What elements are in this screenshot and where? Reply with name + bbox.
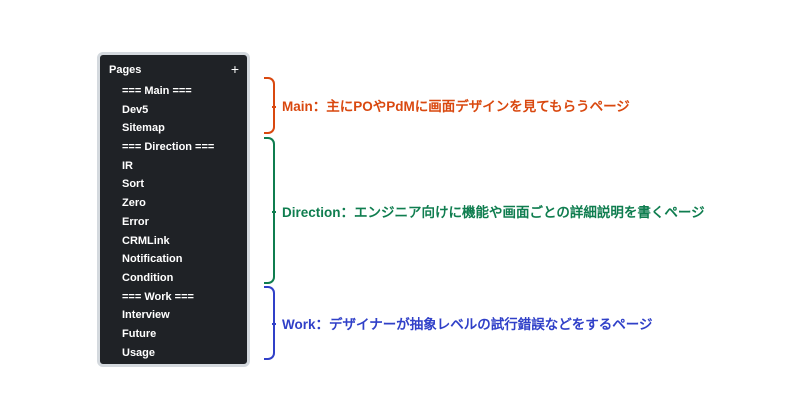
page-item[interactable]: Notification bbox=[122, 253, 183, 266]
work-bracket bbox=[264, 286, 276, 360]
pages-title: Pages bbox=[109, 64, 142, 76]
page-item[interactable]: Error bbox=[122, 215, 149, 228]
main-annotation: Main：主にPOやPdMに画面デザインを見てもらうページ bbox=[282, 99, 630, 114]
page-item[interactable]: Sort bbox=[122, 178, 144, 191]
page-item[interactable]: Sitemap bbox=[122, 122, 165, 135]
page-item[interactable]: IR bbox=[122, 159, 133, 172]
direction-bracket bbox=[264, 137, 276, 284]
main-bracket bbox=[264, 77, 276, 134]
pages-header: Pages + bbox=[109, 61, 239, 77]
direction-annotation: Direction：エンジニア向けに機能や画面ごとの詳細説明を書くページ bbox=[282, 205, 705, 220]
page-item[interactable]: Dev5 bbox=[122, 103, 149, 116]
work-annotation: Work：デザイナーが抽象レベルの試行錯誤などをするページ bbox=[282, 317, 653, 332]
page-item[interactable]: === Work === bbox=[122, 290, 194, 303]
page-item[interactable]: === Direction === bbox=[122, 141, 215, 154]
page-item[interactable]: Zero bbox=[122, 197, 146, 210]
page-item[interactable]: === Main === bbox=[122, 85, 192, 97]
page-item[interactable]: Usage bbox=[122, 346, 156, 359]
page-item[interactable]: Condition bbox=[122, 271, 174, 284]
page-item[interactable]: Interview bbox=[122, 309, 170, 322]
page-item[interactable]: CRMLink bbox=[122, 234, 170, 247]
page-item[interactable]: Future bbox=[122, 327, 157, 340]
add-page-icon[interactable]: + bbox=[230, 61, 239, 77]
